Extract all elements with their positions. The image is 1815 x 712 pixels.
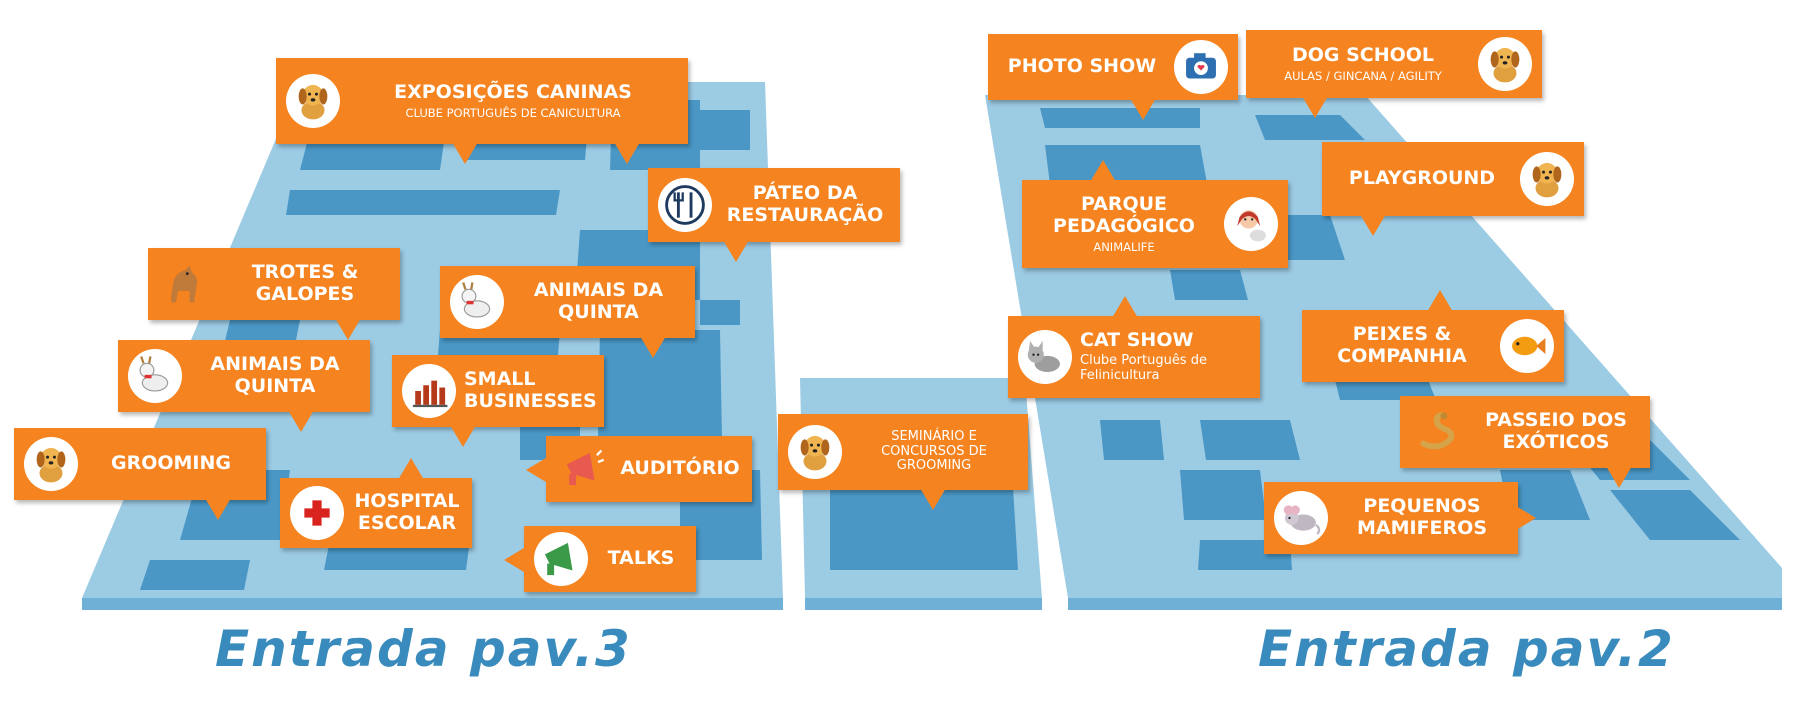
goat-icon — [450, 275, 504, 329]
pointer — [450, 425, 476, 447]
dog-icon — [1520, 152, 1574, 206]
snake-icon — [1410, 405, 1464, 459]
entrance-pav2-label: Entrada pav.2 — [1258, 620, 1675, 678]
label-talks[interactable]: TALKS — [524, 526, 696, 592]
label-seminario-grooming[interactable]: SEMINÁRIO E CONCURSOS DE GROOMING — [778, 414, 1028, 490]
pointer — [504, 548, 524, 572]
pointer — [1427, 290, 1453, 312]
label-title: PHOTO SHOW — [1007, 55, 1157, 78]
mouse-icon — [1274, 491, 1328, 545]
cat-icon — [1018, 330, 1072, 384]
label-hospital-escolar[interactable]: HOSPITAL ESCOLAR — [280, 478, 472, 548]
megaphone-icon — [556, 442, 610, 496]
entrance-pav3-label: Entrada pav.3 — [215, 620, 632, 678]
label-title: DOG SCHOOL — [1291, 43, 1435, 66]
camera-icon — [1174, 40, 1228, 94]
label-subtitle: AULAS / GINCANA / AGILITY — [1284, 68, 1442, 83]
label-title: ANIMAIS DA QUINTA — [533, 279, 664, 323]
label-pateo-restauracao[interactable]: PÁTEO DA RESTAURAÇÃO — [648, 168, 900, 242]
dog-icon — [24, 437, 78, 491]
label-pequenos-mamiferos[interactable]: PEQUENOS MAMIFEROS — [1264, 482, 1518, 554]
horse-icon — [158, 257, 212, 311]
label-passeio-exoticos[interactable]: PASSEIO DOS EXÓTICOS — [1400, 396, 1650, 468]
pointer — [1130, 98, 1156, 120]
dog-icon — [1478, 37, 1532, 91]
bar-chart-icon — [402, 364, 456, 418]
label-dog-school[interactable]: DOG SCHOOL AULAS / GINCANA / AGILITY — [1246, 30, 1542, 98]
label-animais-quinta-center[interactable]: ANIMAIS DA QUINTA — [440, 266, 695, 338]
label-parque-pedagogico[interactable]: PARQUE PEDAGÓGICO ANIMALIFE — [1022, 180, 1288, 268]
pointer — [1302, 96, 1328, 118]
pointer — [1516, 506, 1536, 530]
pointer — [920, 488, 946, 510]
pointer — [1360, 214, 1386, 236]
pointer — [526, 458, 546, 482]
label-title: PARQUE PEDAGÓGICO — [1053, 193, 1195, 237]
label-title: PASSEIO DOS EXÓTICOS — [1485, 409, 1627, 453]
label-title: TALKS — [607, 547, 675, 570]
label-title: PEQUENOS MAMIFEROS — [1356, 495, 1487, 539]
pointer — [723, 240, 749, 262]
label-subtitle: Clube Português de Felinicultura — [1080, 353, 1207, 384]
label-title: CAT SHOW — [1080, 328, 1194, 351]
label-title: PÁTEO DA RESTAURAÇÃO — [726, 182, 884, 226]
pointer — [288, 410, 314, 432]
pointer — [640, 336, 666, 358]
pointer — [335, 318, 361, 340]
label-title: EXPOSIÇÕES CANINAS — [394, 80, 632, 103]
pointer — [614, 142, 640, 164]
label-subtitle: CLUBE PORTUGUÊS DE CANICULTURA — [405, 105, 621, 120]
label-title: PEIXES & COMPANHIA — [1337, 323, 1467, 367]
dog-icon — [788, 425, 842, 479]
dog-icon — [286, 74, 340, 128]
megaphone-icon — [534, 532, 588, 586]
cutlery-icon — [658, 178, 712, 232]
label-title: SEMINÁRIO E CONCURSOS DE GROOMING — [881, 428, 987, 474]
label-title: AUDITÓRIO — [620, 457, 740, 480]
label-title: TROTES & GALOPES — [251, 261, 359, 305]
goat-icon — [128, 349, 182, 403]
label-grooming[interactable]: GROOMING — [14, 428, 266, 500]
label-subtitle: ANIMALIFE — [1093, 239, 1155, 254]
girl-with-cat-icon — [1224, 197, 1278, 251]
label-title: PLAYGROUND — [1348, 167, 1496, 190]
label-trotes-galopes[interactable]: TROTES & GALOPES — [148, 248, 400, 320]
label-peixes-companhia[interactable]: PEIXES & COMPANHIA — [1302, 310, 1564, 382]
red-cross-icon — [290, 486, 344, 540]
label-title: GROOMING — [110, 452, 231, 475]
label-title: ANIMAIS DA QUINTA — [210, 353, 340, 397]
label-photo-show[interactable]: PHOTO SHOW — [988, 34, 1238, 100]
pointer — [1606, 466, 1632, 488]
pointer — [1112, 296, 1138, 318]
label-animais-quinta-left[interactable]: ANIMAIS DA QUINTA — [118, 340, 370, 412]
label-title: SMALL BUSINESSES — [464, 368, 597, 412]
label-small-businesses[interactable]: SMALL BUSINESSES — [392, 355, 604, 427]
pointer — [452, 142, 478, 164]
fish-icon — [1500, 319, 1554, 373]
label-exposicoes-caninas[interactable]: EXPOSIÇÕES CANINAS CLUBE PORTUGUÊS DE CAN… — [276, 58, 688, 144]
label-title: HOSPITAL ESCOLAR — [354, 490, 460, 534]
label-playground[interactable]: PLAYGROUND — [1322, 142, 1584, 216]
pointer — [398, 458, 424, 480]
label-auditorio[interactable]: AUDITÓRIO — [546, 436, 752, 502]
pointer — [1090, 160, 1116, 182]
pointer — [205, 498, 231, 520]
